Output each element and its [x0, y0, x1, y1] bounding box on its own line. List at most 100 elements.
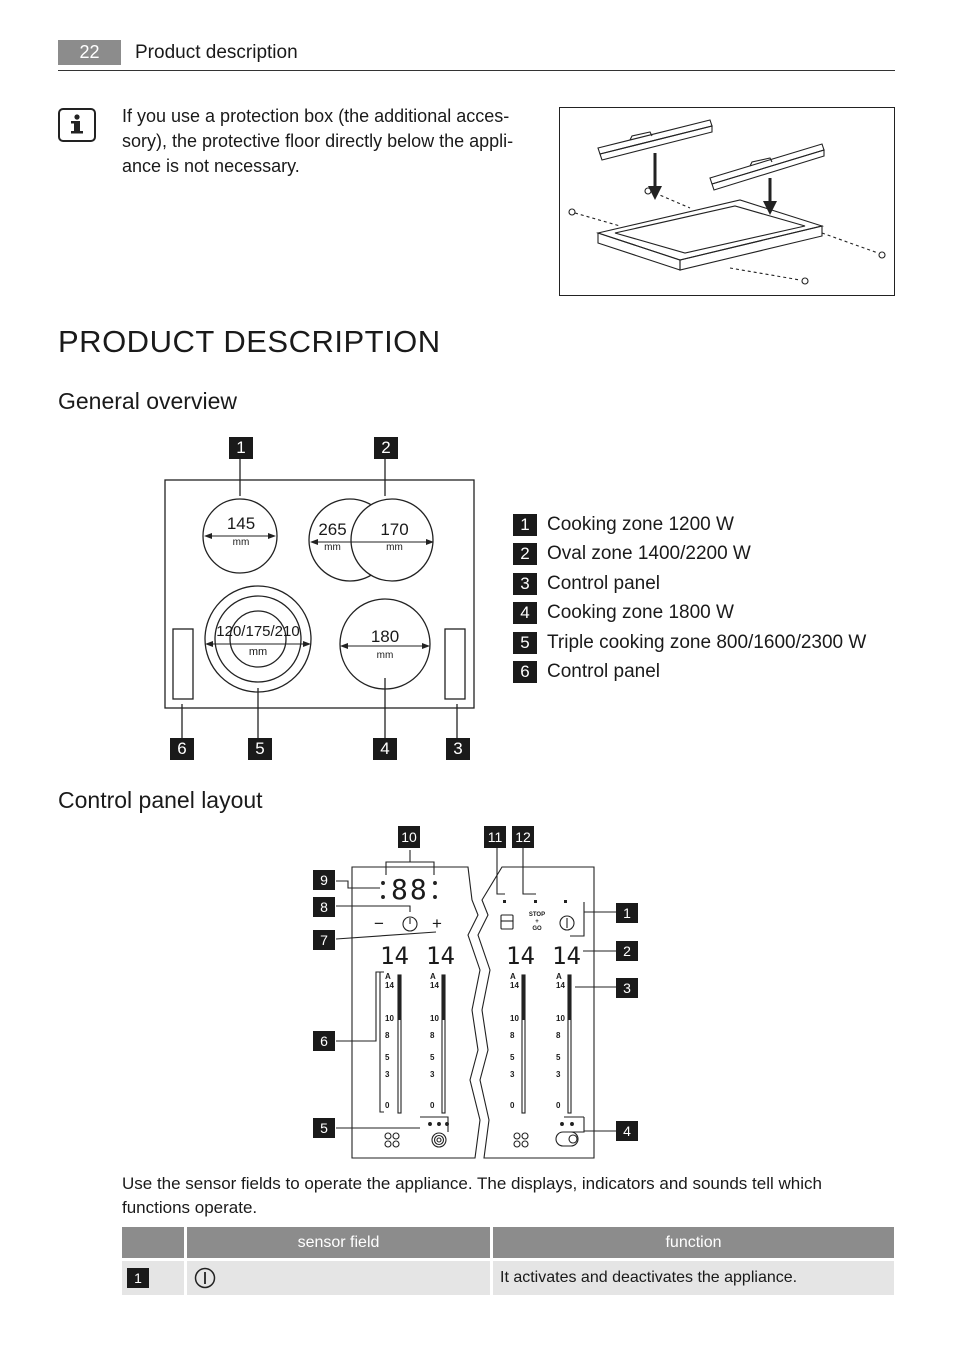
scale-label: A — [556, 972, 562, 981]
scale-label: 3 — [556, 1070, 561, 1079]
scale-label: A — [430, 972, 436, 981]
zone-select-icon — [384, 1132, 400, 1148]
legend-item: 6 Control panel — [513, 659, 893, 683]
callout-6-panel: 6 — [313, 1031, 335, 1051]
rail-right — [709, 143, 825, 191]
panel-left-outline — [351, 866, 481, 1159]
page-number: 22 — [58, 40, 121, 65]
legend-label: Cooking zone 1200 W — [547, 514, 734, 535]
scale-label: 10 — [556, 1014, 565, 1023]
zone-2-unit-inner: mm — [386, 542, 403, 553]
scale-label: 8 — [556, 1031, 561, 1040]
zone-5-size: 120/175/210 — [216, 623, 300, 640]
triple-zone-middle — [214, 595, 302, 683]
scale-label: 8 — [430, 1031, 435, 1040]
callout-2-panel: 2 — [616, 941, 638, 961]
panel-right-outline — [477, 866, 595, 1159]
cooking-zone-4 — [339, 598, 431, 690]
main-heading: PRODUCT DESCRIPTION — [58, 324, 441, 359]
timer-minus[interactable]: − — [374, 914, 384, 933]
oval-zone-icon — [555, 1122, 579, 1147]
timer-icon — [402, 916, 418, 932]
info-note-line: If you use a protection box (the additio… — [122, 106, 510, 126]
general-overview-heading: General overview — [58, 388, 237, 414]
zone-2-size-outer: 265 — [318, 520, 347, 539]
scale-label: 8 — [385, 1031, 390, 1040]
control-panel-layout-heading: Control panel layout — [58, 787, 263, 813]
scale-label: 5 — [556, 1053, 561, 1062]
scale-label: 0 — [430, 1101, 435, 1110]
control-panel-left — [172, 628, 194, 700]
scale-label: 14 — [385, 981, 394, 990]
scale-label: 14 — [430, 981, 439, 990]
power-icon — [559, 900, 575, 931]
legend-item: 3 Control panel — [513, 571, 893, 595]
info-note-line: sory), the protective floor directly bel… — [122, 131, 514, 151]
legend-item: 5 Triple cooking zone 800/1600/2300 W — [513, 630, 893, 654]
power-scale-3 — [521, 974, 526, 1114]
info-note-text: If you use a protection box (the additio… — [122, 104, 552, 179]
legend-item: 2 Oval zone 1400/2200 W — [513, 541, 893, 565]
power-scale-4 — [567, 974, 572, 1114]
zone-1-size: 145 — [226, 514, 256, 533]
power-icon — [194, 1267, 216, 1289]
scale-label: 10 — [510, 1014, 519, 1023]
triple-zone-outer — [204, 585, 312, 693]
scale-label: 5 — [385, 1053, 390, 1062]
legend-label: Control panel — [547, 573, 661, 594]
header-num — [122, 1227, 187, 1260]
scale-label: 5 — [510, 1053, 515, 1062]
callout-6: 6 — [170, 738, 194, 760]
zone-5-unit: mm — [248, 646, 268, 658]
control-panel-diagram: 10 11 12 9 8 7 6 5 1 2 3 4 88 − + 14 14 … — [300, 820, 650, 1165]
table-row: 1 It activates and deactivates the appli… — [122, 1258, 894, 1295]
row-num: 1 — [127, 1268, 149, 1288]
zone-display-1: 14 — [380, 942, 409, 970]
scale-label: 5 — [430, 1053, 435, 1062]
zone-4-unit: mm — [376, 650, 394, 661]
scale-labels-1: A 14 10 8 5 3 0 — [385, 972, 397, 1114]
scale-label: 0 — [385, 1101, 390, 1110]
callout-2: 2 — [374, 437, 398, 459]
legend-label: Cooking zone 1800 W — [547, 602, 734, 623]
scale-labels-3: A 14 10 8 5 3 0 — [510, 972, 522, 1114]
callout-8: 8 — [313, 897, 335, 917]
callout-7: 7 — [313, 930, 335, 950]
scale-label: 8 — [510, 1031, 515, 1040]
legend-num: 4 — [513, 602, 537, 624]
control-panel-right — [444, 628, 466, 700]
lock-icon — [500, 900, 514, 930]
section-title: Product description — [135, 42, 298, 63]
zone-4-size: 180 — [370, 627, 400, 646]
sensor-table: sensor field function 1 It activates and… — [122, 1227, 894, 1295]
zone-1-unit: mm — [232, 537, 250, 548]
legend-label: Control panel — [547, 661, 661, 682]
scale-label: 0 — [556, 1101, 561, 1110]
callout-4-panel: 4 — [616, 1121, 638, 1141]
legend-item: 1 Cooking zone 1200 W — [513, 512, 893, 536]
triple-zone-inner — [229, 610, 287, 668]
legend-num: 5 — [513, 632, 537, 654]
header-sensor-field: sensor field — [185, 1227, 493, 1260]
oval-zone-inner — [350, 498, 434, 582]
intro-paragraph: Use the sensor fields to operate the app… — [122, 1174, 822, 1217]
tray — [595, 199, 825, 271]
legend-item: 4 Cooking zone 1800 W — [513, 600, 893, 624]
scale-label: 14 — [510, 981, 519, 990]
scale-label: 3 — [510, 1070, 515, 1079]
info-icon — [58, 108, 96, 142]
scale-label: 3 — [385, 1070, 390, 1079]
legend-num: 1 — [513, 514, 537, 536]
timer-plus[interactable]: + — [432, 914, 442, 933]
legend-label: Triple cooking zone 800/1600/2300 W — [547, 632, 867, 653]
scale-label: 3 — [430, 1070, 435, 1079]
legend-num: 2 — [513, 543, 537, 565]
go-label: GO — [532, 926, 542, 932]
legend-num: 3 — [513, 573, 537, 595]
cooking-zone-1 — [202, 498, 278, 574]
power-scale-1 — [397, 974, 402, 1114]
legend-num: 6 — [513, 661, 537, 683]
stop-go-sensor[interactable]: STOP + GO — [524, 912, 550, 933]
timer-display: 88 — [391, 873, 429, 906]
zone-2-unit-outer: mm — [324, 542, 341, 553]
